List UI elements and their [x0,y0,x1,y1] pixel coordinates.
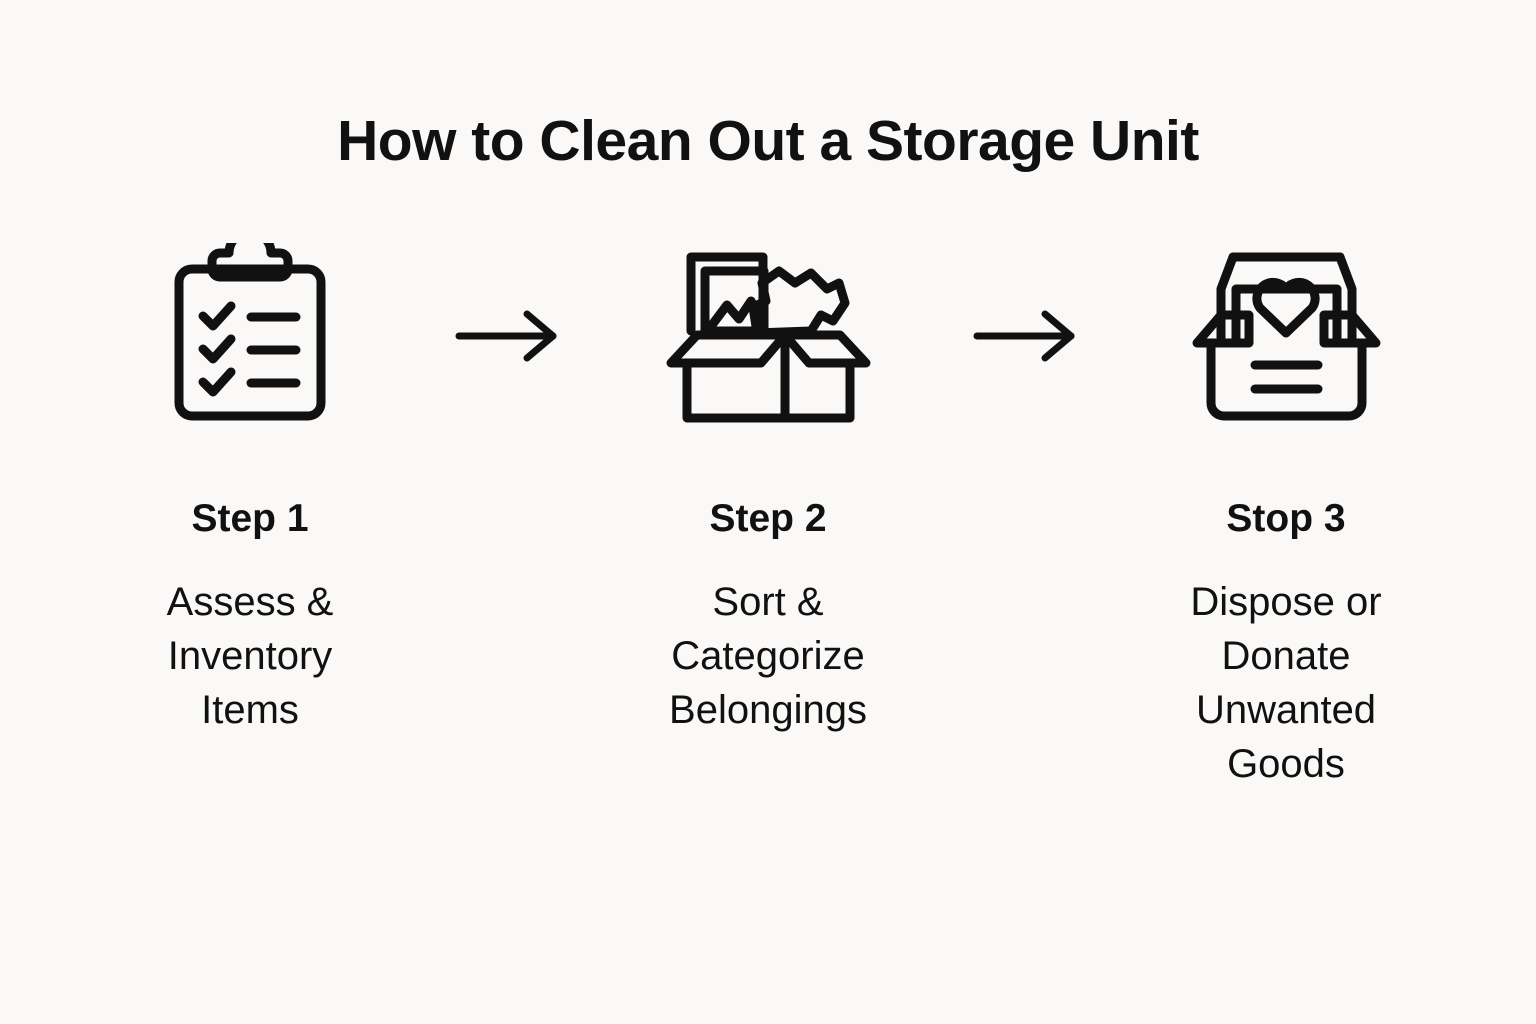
clipboard-checklist-icon [174,243,326,421]
step-3-icon-wrap [1189,236,1384,436]
step-2-heading: Step 2 [709,496,827,540]
connector-1 [449,236,569,436]
page-title: How to Clean Out a Storage Unit [337,109,1199,173]
donation-box-heart-icon [1192,252,1380,421]
step-card-1: Step 1 Assess & Inventory Items [85,236,415,737]
arrow-right-icon [973,310,1075,362]
step-2-caption: Sort & Categorize Belongings [669,579,867,732]
step-card-3: Stop 3 Dispose or Donate Unwanted Goods [1121,236,1451,791]
step-2-icon-wrap [661,236,876,436]
step-1-icon-wrap [165,236,335,436]
step-3-caption: Dispose or Donate Unwanted Goods [1190,579,1382,786]
step-3-heading: Stop 3 [1226,496,1346,540]
step-1-caption: Assess & Inventory Items [166,579,334,732]
open-box-with-items-icon [666,252,870,423]
steps-flow: Step 1 Assess & Inventory Items [68,236,1468,791]
arrow-right-icon [455,310,557,362]
step-card-2: Step 2 Sort & Categorize Belongings [603,236,933,737]
connector-2 [967,236,1087,436]
step-1-heading: Step 1 [191,496,309,540]
